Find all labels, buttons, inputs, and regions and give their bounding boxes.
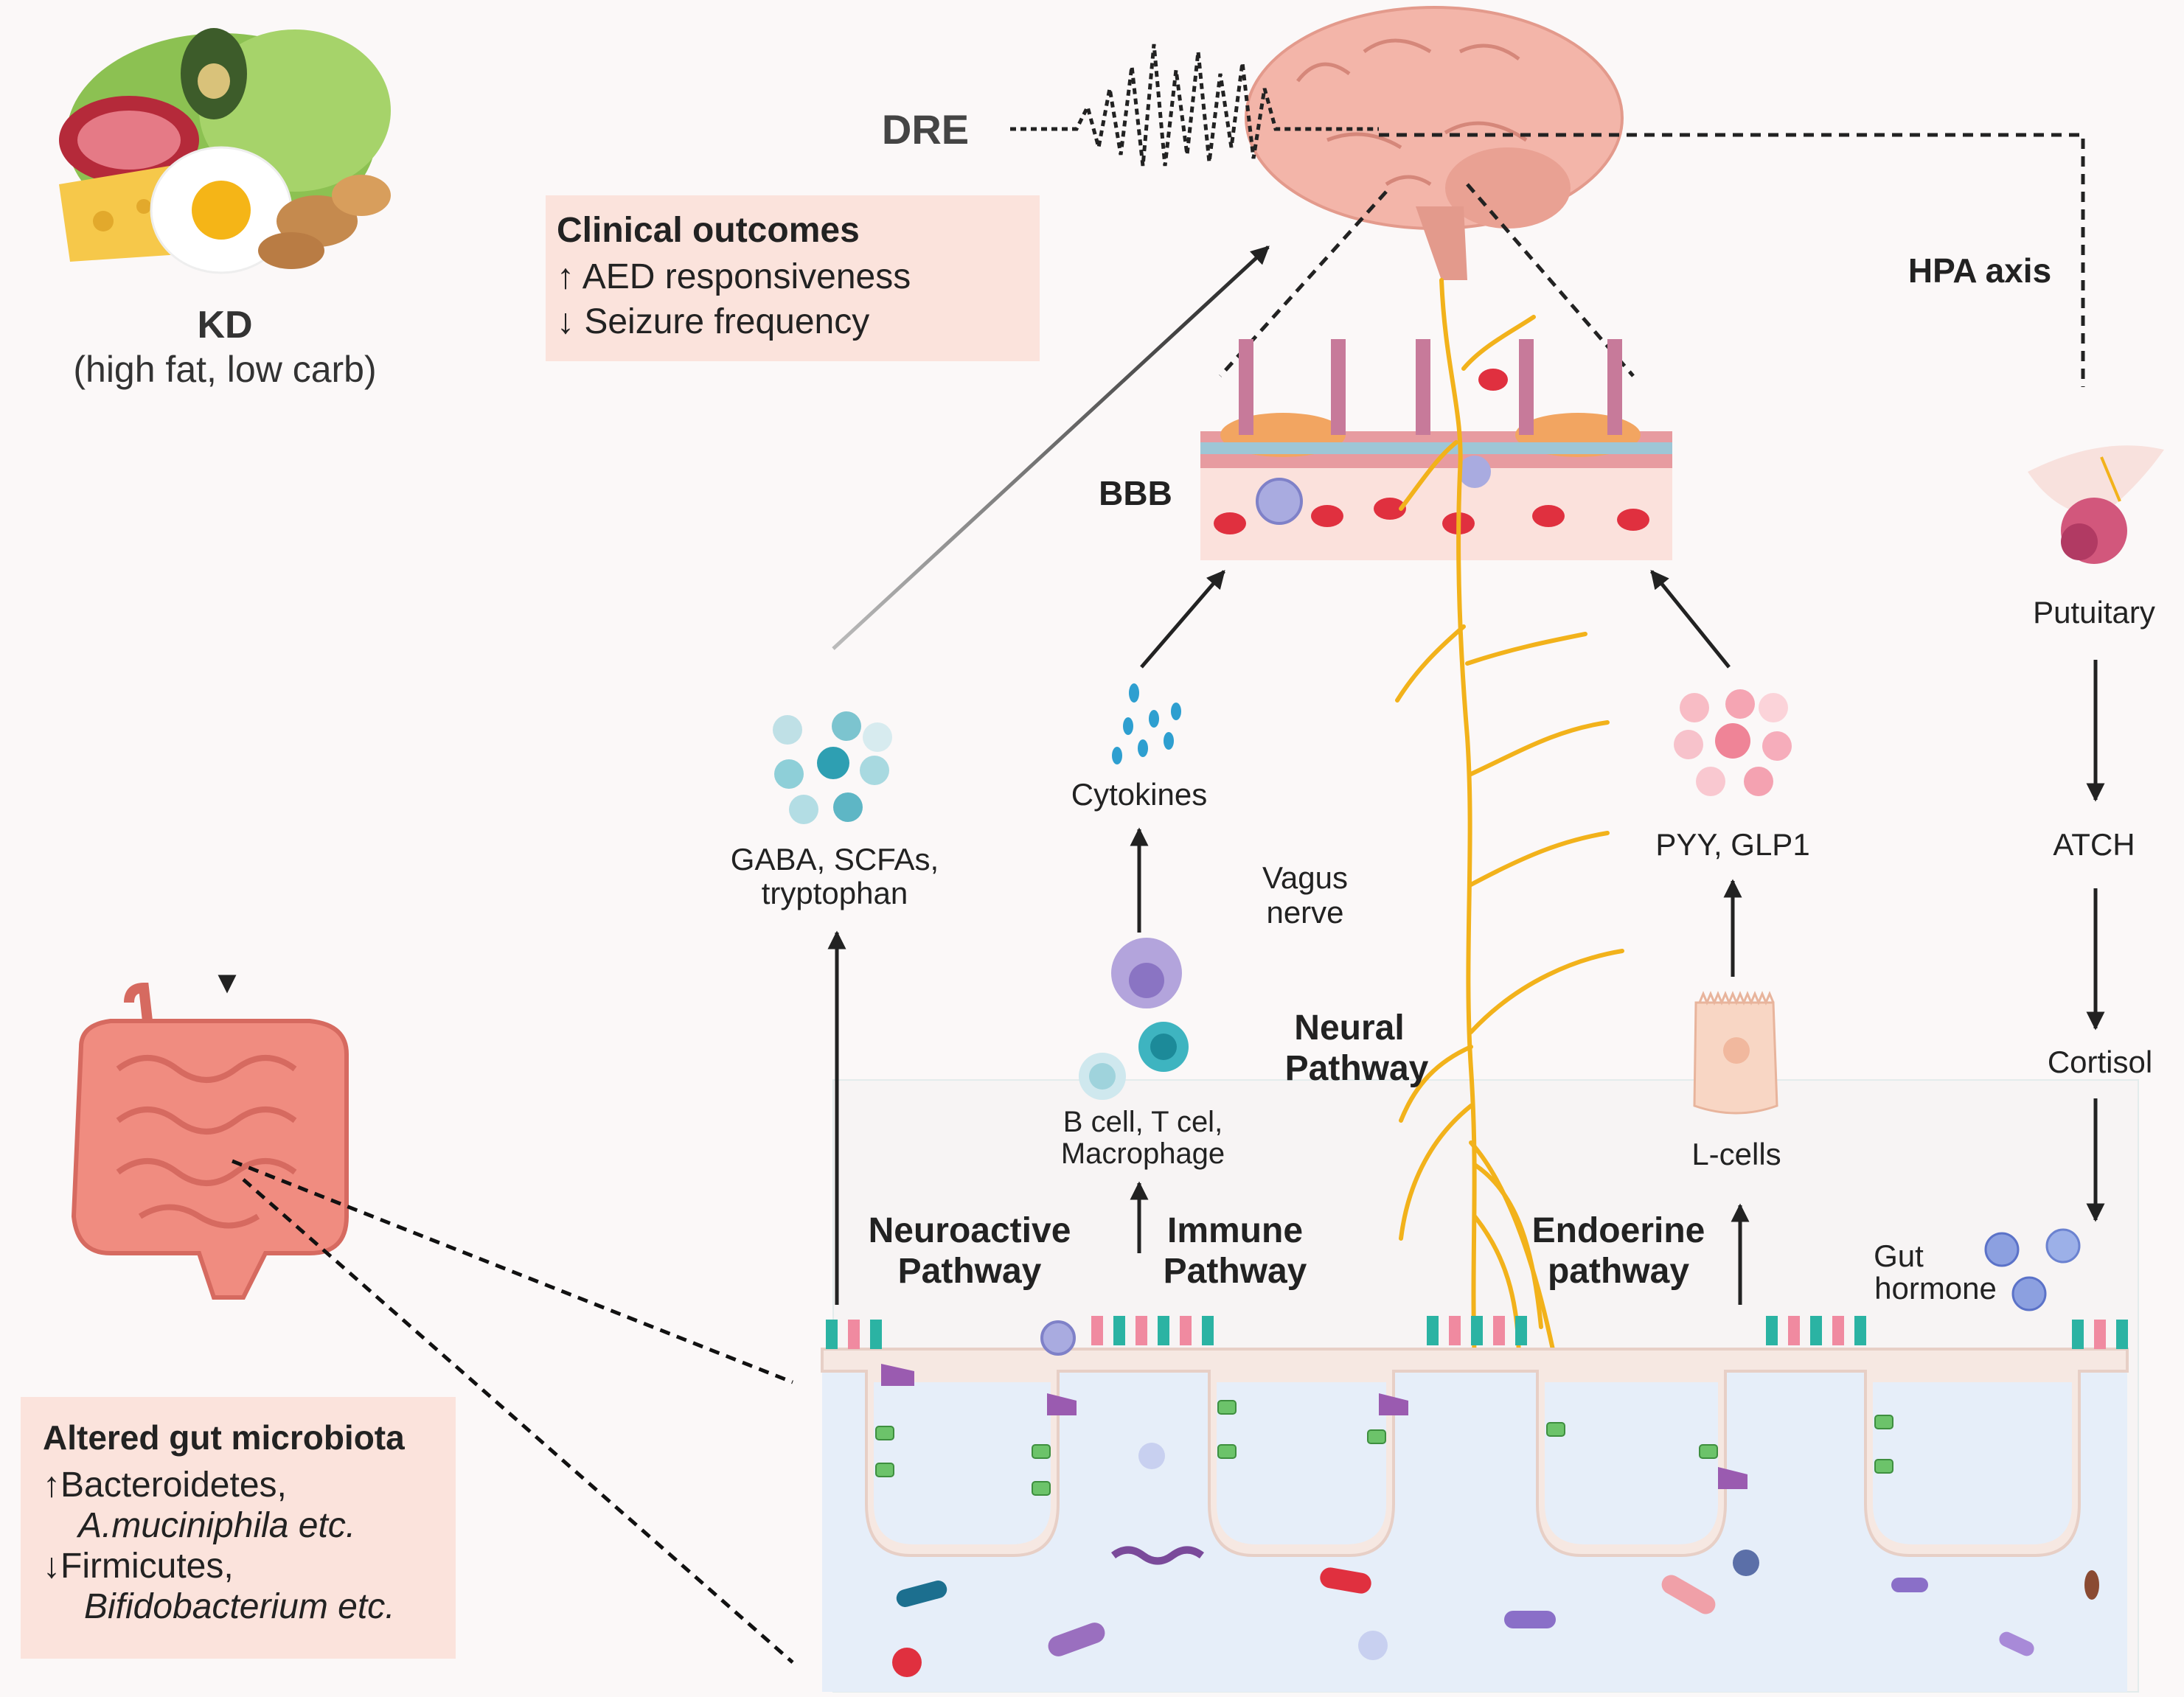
diet-subtitle: (high fat, low carb) bbox=[73, 349, 376, 390]
neural-pathway-label-line2: Pathway bbox=[1285, 1049, 1429, 1088]
hpa-step-cortisol: Cortisol bbox=[2048, 1045, 2152, 1079]
clinical-outcomes-title: Clinical outcomes bbox=[557, 211, 860, 250]
microbiota-title: Altered gut microbiota bbox=[43, 1418, 405, 1457]
hpa-axis-label: HPA axis bbox=[1908, 251, 2051, 290]
l-cells-label: L-cells bbox=[1691, 1137, 1781, 1171]
immune-cells-label-line1: B cell, T cel, bbox=[1063, 1106, 1223, 1138]
hpa-step-atch: ATCH bbox=[2053, 827, 2135, 862]
neuroactive-pathway-line2: Pathway bbox=[898, 1252, 1042, 1291]
endocrine-pathway-line1: Endoerine bbox=[1532, 1211, 1705, 1250]
vagus-nerve-illustration bbox=[1395, 278, 1624, 1366]
microbiota-increased: ↑Bacteroidetes, bbox=[43, 1466, 287, 1505]
clinical-outcome-2: ↓ Seizure frequency bbox=[557, 302, 870, 341]
hpa-axis-dashed-line bbox=[1379, 133, 2085, 387]
diet-title: KD bbox=[197, 304, 252, 346]
metabolites-to-brain-arrow bbox=[832, 245, 1270, 650]
microbiota-box: Altered gut microbiota ↑Bacteroidetes, A… bbox=[21, 1397, 456, 1659]
zoom-line-upper bbox=[232, 1159, 793, 1384]
gut-hormone-molecules bbox=[1984, 1228, 2081, 1311]
brain-zoom-line-right bbox=[1466, 183, 1635, 377]
neural-pathway-label-line1: Neural bbox=[1294, 1008, 1404, 1048]
l-cell-illustration bbox=[1693, 991, 1778, 1115]
vagus-label-line1: Vagus bbox=[1262, 860, 1348, 895]
gut-hormone-label-line1: Gut bbox=[1874, 1238, 1924, 1273]
microbiota-decreased-species: Bifidobacterium etc. bbox=[84, 1587, 395, 1626]
gut-hormone-label-line2: hormone bbox=[1874, 1271, 1997, 1306]
zoom-line-lower bbox=[242, 1178, 794, 1664]
metabolites-label-line2: tryptophan bbox=[762, 876, 908, 910]
peptides-label: PYY, GLP1 bbox=[1655, 827, 1809, 862]
clinical-outcomes-box: Clinical outcomes ↑ AED responsiveness ↓… bbox=[546, 195, 1040, 361]
gut-epithelium-scene bbox=[821, 1316, 2129, 1692]
neuroactive-pathway-line1: Neuroactive bbox=[869, 1211, 1071, 1250]
brain-illustration bbox=[1245, 6, 1624, 280]
microbiota-decreased: ↓Firmicutes, bbox=[43, 1547, 234, 1586]
intestine-illustration bbox=[71, 982, 349, 1300]
immune-cells-illustration bbox=[1079, 938, 1189, 1100]
endocrine-pathway-line2: pathway bbox=[1548, 1252, 1689, 1291]
immune-cells-label-line2: Macrophage bbox=[1061, 1137, 1225, 1170]
peptides-to-bbb-arrow bbox=[1650, 570, 1731, 669]
cytokines-label: Cytokines bbox=[1071, 777, 1207, 812]
immune-pathway-line1: Immune bbox=[1167, 1211, 1303, 1250]
brain-zoom-line-left bbox=[1219, 190, 1388, 377]
hpa-step-pituitary: Putuitary bbox=[2033, 595, 2155, 630]
metabolites-label-line1: GABA, SCFAs, bbox=[731, 842, 939, 877]
bbb-label: BBB bbox=[1099, 474, 1172, 512]
dendritic-cell bbox=[1040, 1320, 1076, 1356]
seizure-label: DRE bbox=[882, 106, 969, 153]
peptide-molecules bbox=[1674, 689, 1792, 796]
bbb-illustration bbox=[1200, 339, 1672, 560]
clinical-outcome-1: ↑ AED responsiveness bbox=[557, 257, 911, 296]
immune-pathway-line2: Pathway bbox=[1164, 1252, 1307, 1291]
cytokines-to-bbb-arrow bbox=[1140, 570, 1225, 669]
ketogenic-food-illustration bbox=[59, 28, 391, 274]
pituitary-illustration bbox=[2028, 445, 2164, 564]
cytokine-droplets bbox=[1112, 683, 1181, 764]
metabolite-molecules bbox=[773, 711, 892, 824]
microbiota-increased-species: A.muciniphila etc. bbox=[78, 1506, 356, 1545]
vagus-label-line2: nerve bbox=[1266, 895, 1343, 930]
